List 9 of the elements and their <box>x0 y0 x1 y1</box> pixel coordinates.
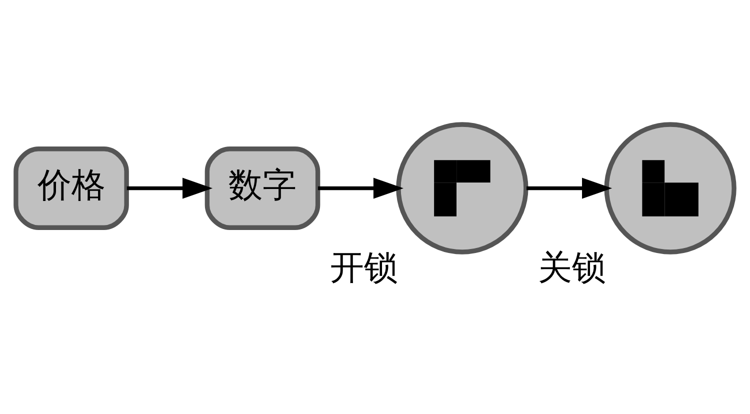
arrow <box>526 178 612 199</box>
arrow <box>126 178 213 199</box>
node-box: 数字 <box>204 146 320 230</box>
node-box: 价格 <box>14 146 129 230</box>
node-circle <box>604 122 736 254</box>
node-label: 开锁 <box>330 248 398 287</box>
node-circle <box>396 122 528 254</box>
arrow <box>318 178 404 199</box>
node-label: 关锁 <box>538 248 606 287</box>
